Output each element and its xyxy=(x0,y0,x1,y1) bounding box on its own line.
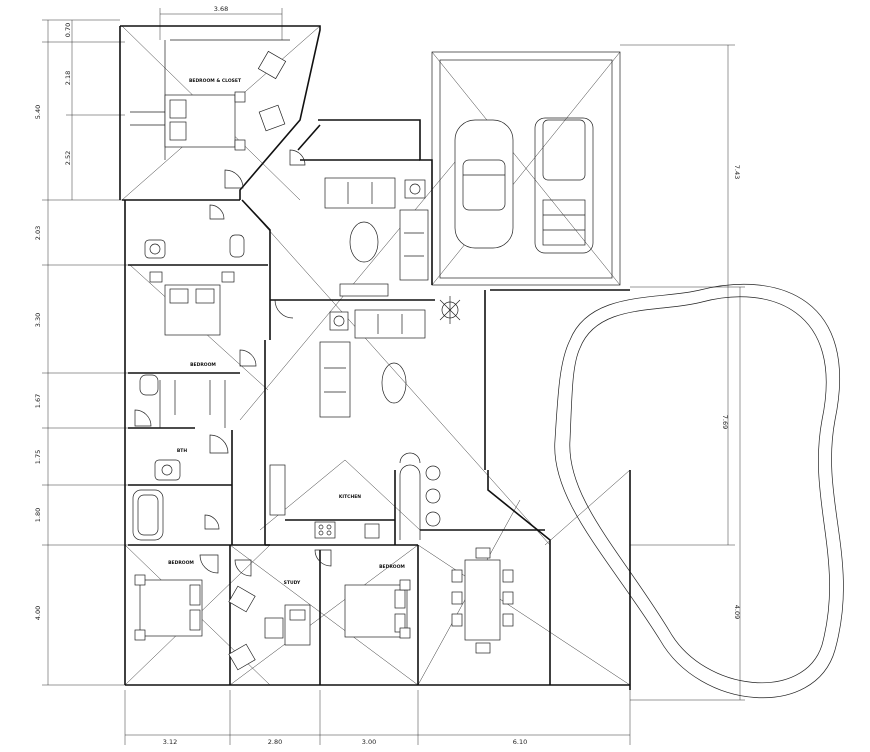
doors xyxy=(134,149,421,577)
dim-bottom-2: 3.00 xyxy=(362,738,376,746)
dim-left-2: 5.40 xyxy=(34,105,42,119)
bed-bottom-mid xyxy=(344,579,411,639)
car-right xyxy=(534,117,594,254)
dim-bottom-3: 6.10 xyxy=(513,738,527,746)
dim-right-1: 7.69 xyxy=(721,415,729,429)
master-bed xyxy=(164,91,246,151)
dim-left-8: 1.80 xyxy=(34,508,42,522)
label-kitchen: KITCHEN xyxy=(339,494,361,500)
label-bedroom-bottom-left: BEDROOM xyxy=(168,560,194,566)
dim-left-1: 2.18 xyxy=(64,71,72,85)
sofa-living xyxy=(324,177,429,297)
car-left xyxy=(454,119,514,249)
kitchen-fixtures xyxy=(269,464,441,539)
dim-left-5: 3.30 xyxy=(34,313,42,327)
dim-left-6: 1.67 xyxy=(34,394,42,408)
label-bedroom-mid: BEDROOM xyxy=(190,362,216,368)
dim-left-0: 0.70 xyxy=(64,23,72,37)
sofa-family xyxy=(319,309,426,418)
label-bedroom-bottom-mid: BEDROOM xyxy=(379,564,405,570)
label-bath-mid: BTH xyxy=(177,448,187,454)
bed-mid xyxy=(149,271,235,336)
roof-hip-lines xyxy=(121,25,631,686)
main-walls xyxy=(119,25,631,690)
furniture xyxy=(132,50,514,671)
dim-right-0: 7.43 xyxy=(733,165,741,179)
dim-left-4: 2.03 xyxy=(34,226,42,240)
garage xyxy=(431,51,621,286)
potted-plant xyxy=(439,296,461,324)
dim-left-3: 2.52 xyxy=(64,151,72,165)
dim-right-2: 4.09 xyxy=(733,605,741,619)
label-master-bedroom: BEDROOM & CLOSET xyxy=(189,78,242,84)
bath-fixtures xyxy=(132,234,245,541)
dimension-labels: 3.68 0.70 2.18 5.40 2.52 2.03 3.30 1.67 … xyxy=(34,5,741,746)
dim-left-7: 1.75 xyxy=(34,450,42,464)
dimension-lines xyxy=(42,8,745,745)
dim-bottom-1: 2.80 xyxy=(268,738,282,746)
armchair-master-1 xyxy=(257,50,287,80)
label-study: STUDY xyxy=(284,580,301,586)
dim-left-9: 4.00 xyxy=(34,606,42,620)
swimming-pool xyxy=(554,284,844,699)
dim-top: 3.68 xyxy=(214,5,228,13)
dim-bottom-0: 3.12 xyxy=(163,738,177,746)
dining-table xyxy=(451,547,514,654)
study-furniture xyxy=(228,585,311,671)
armchair-master-2 xyxy=(258,104,286,132)
bed-bottom-left xyxy=(134,574,203,641)
room-labels: BEDROOM & CLOSET BEDROOM BTH KITCHEN BED… xyxy=(168,78,405,586)
